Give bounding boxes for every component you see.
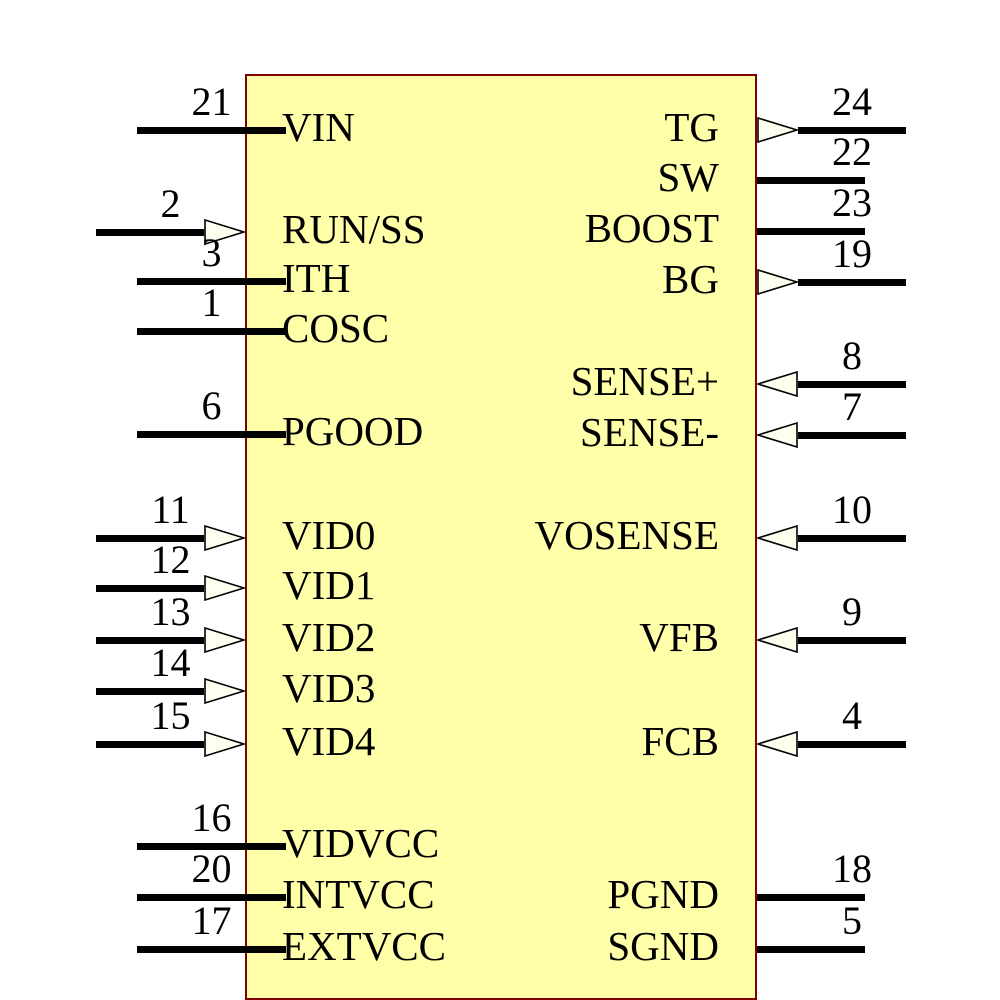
pin-number: 21 [191,79,232,124]
pin-label: EXTVCC [282,923,446,969]
pin-lead [96,688,204,695]
pin-lead [798,432,906,439]
pin-lead [757,177,865,184]
pin-label: VID1 [282,562,376,608]
pin-label: VID0 [282,512,376,558]
input-arrow-icon [204,525,245,551]
pin-label: SGND [607,923,719,969]
pin-number: 12 [150,537,191,582]
pin-lead [137,278,286,285]
input-arrow-icon [757,422,798,448]
pin-number: 7 [842,384,862,429]
pin-number: 6 [201,383,222,428]
pin-label: INTVCC [282,871,435,917]
pin-label: VID2 [282,614,376,660]
pin-number: 15 [150,693,191,738]
input-arrow-icon [204,731,245,757]
pin-lead [137,843,286,850]
pin-lead [757,946,865,953]
pin-number: 3 [201,230,222,275]
input-arrow-icon [204,627,245,653]
pin-lead [96,585,204,592]
pin-number: 2 [160,181,181,226]
pin-label: SENSE- [580,409,719,455]
pin-label: VID3 [282,665,376,711]
pin-number: 22 [832,129,872,174]
output-arrow-icon [757,117,798,143]
pin-number: 13 [150,589,191,634]
pin-lead [96,535,204,542]
pin-number: 19 [832,231,872,276]
pin-label: VFB [639,614,719,660]
pin-lead [137,894,286,901]
pin-label: PGND [607,871,719,917]
input-arrow-icon [757,731,798,757]
pin-lead [798,535,906,542]
pin-lead [757,228,865,235]
chip-body [245,74,757,1000]
pin-number: 9 [842,589,862,634]
pin-number: 11 [151,487,190,532]
pin-number: 5 [842,898,862,943]
pin-lead [96,637,204,644]
input-arrow-icon [757,371,798,397]
pin-number: 24 [832,79,872,124]
input-arrow-icon [204,678,245,704]
pin-lead [798,637,906,644]
input-arrow-icon [757,627,798,653]
pin-number: 4 [842,693,862,738]
pin-label: VID4 [282,718,376,764]
pin-lead [96,741,204,748]
pin-label: SENSE+ [570,358,719,404]
pin-lead [96,229,204,236]
pin-lead [137,328,286,335]
pin-number: 14 [150,640,191,685]
pin-number: 1 [201,280,222,325]
pin-label: BOOST [584,205,719,251]
pin-label: PGOOD [282,408,424,454]
pin-label: RUN/SS [282,206,426,252]
pin-lead [137,431,286,438]
pin-number: 10 [832,487,872,532]
pin-label: VIN [282,104,355,150]
pin-label: FCB [641,718,720,764]
pin-lead [798,381,906,388]
output-arrow-icon [757,269,798,295]
pin-label: VIDVCC [282,820,440,866]
pin-label: ITH [282,255,351,301]
pin-lead [757,894,865,901]
pin-lead [798,279,906,286]
pin-lead [798,127,906,134]
pin-label: TG [664,104,719,150]
pin-lead [137,127,286,134]
pin-number: 8 [842,333,862,378]
pin-number: 17 [191,898,232,943]
pin-number: 18 [832,846,872,891]
input-arrow-icon [204,575,245,601]
pin-label: BG [662,256,719,302]
pin-label: COSC [282,305,390,351]
pin-label: VOSENSE [534,512,719,558]
pin-label: SW [657,154,720,200]
input-arrow-icon [757,525,798,551]
pin-number: 23 [832,180,872,225]
input-arrow-icon [204,219,245,245]
pin-number: 20 [191,846,232,891]
pin-number: 16 [191,795,232,840]
pin-lead [137,946,286,953]
pin-lead [798,741,906,748]
